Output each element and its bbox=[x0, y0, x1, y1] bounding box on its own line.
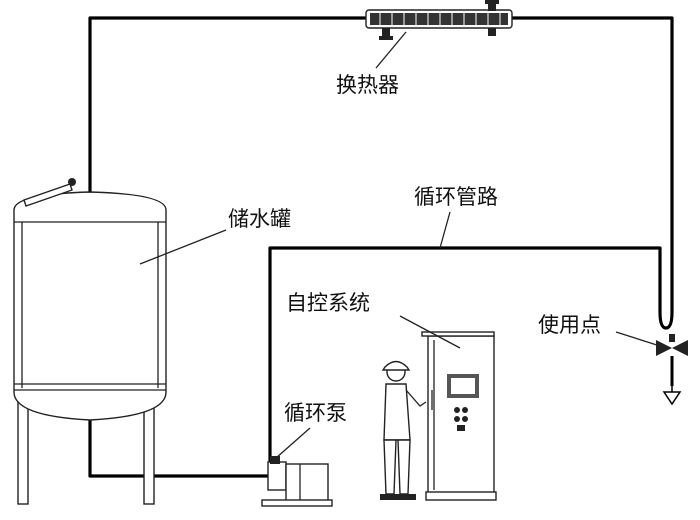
heat-exchanger-leader bbox=[375, 31, 407, 69]
circulation-pump-leader bbox=[275, 427, 311, 459]
circulation-pipe-leader bbox=[439, 211, 451, 249]
control-cabinet bbox=[421, 331, 497, 501]
control-system-leader bbox=[399, 315, 461, 349]
outflow-arrow-icon bbox=[662, 386, 682, 406]
use-point-valve bbox=[656, 334, 688, 386]
circulation-pipe bbox=[88, 16, 674, 478]
storage-tank bbox=[13, 178, 167, 505]
heat-exchanger bbox=[365, 0, 513, 40]
use-point-leader bbox=[615, 331, 661, 347]
heat-exchanger-label: 换热器 bbox=[336, 73, 399, 97]
circulation-pipe-label: 循环管路 bbox=[414, 185, 498, 209]
circulation-pump bbox=[261, 456, 333, 507]
storage-tank-leader bbox=[139, 229, 227, 265]
storage-tank-label: 储水罐 bbox=[228, 207, 291, 231]
circulation-pump-label: 循环泵 bbox=[284, 401, 347, 425]
control-system-label: 自控系统 bbox=[286, 291, 370, 315]
use-point-label: 使用点 bbox=[538, 313, 601, 337]
operator bbox=[380, 360, 427, 500]
